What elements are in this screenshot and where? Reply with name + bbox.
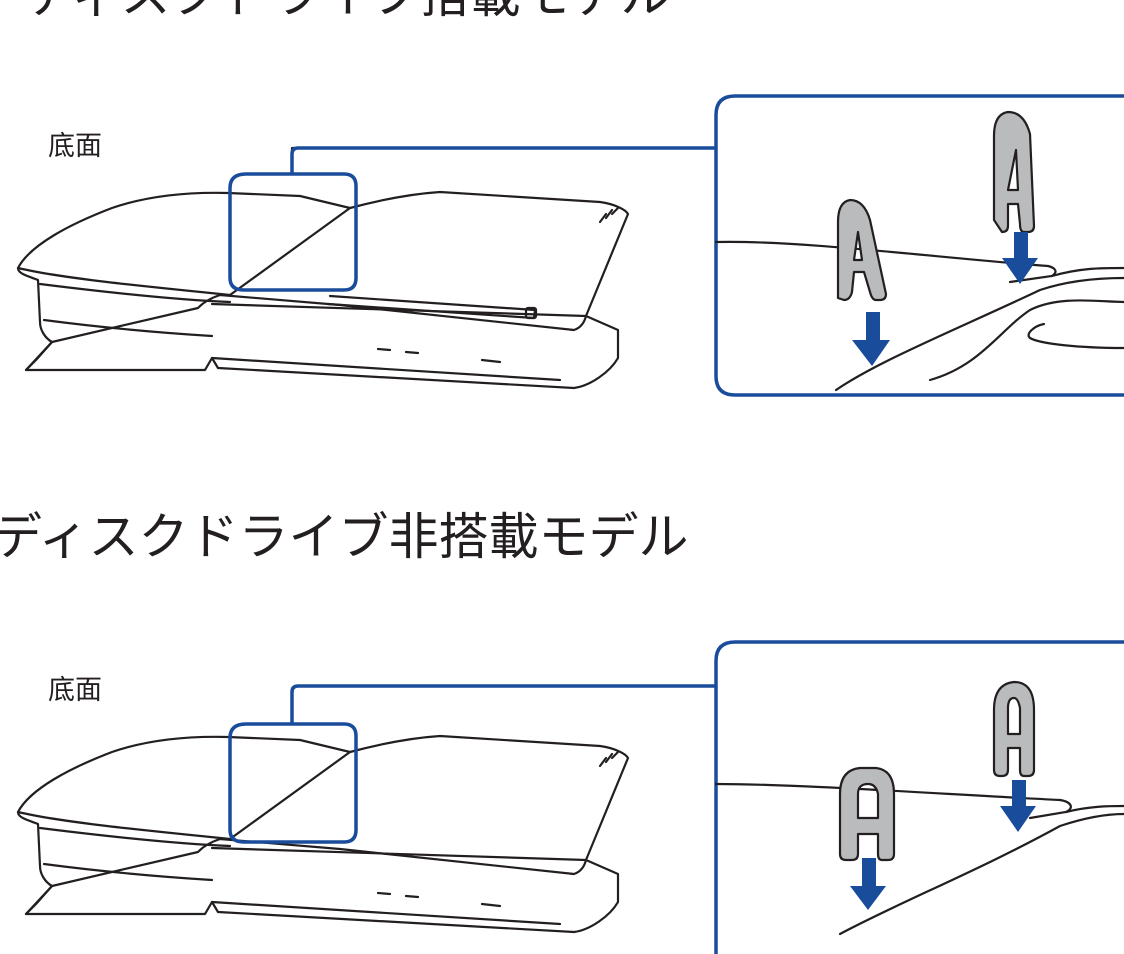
highlight-frame-small [228,172,358,292]
down-arrow-icon [1000,780,1036,832]
connector-line [290,684,716,724]
section-title-digital-model: ディスクドライブ非搭載モデル [0,508,689,566]
stand-foot-icon [836,198,888,302]
stand-foot-icon [992,110,1036,234]
section-title-disc-model: ディスクドライブ搭載モデル [24,0,671,20]
console-drawing [16,734,630,934]
zoom-detail [714,640,1124,954]
bottom-view-label: 底面 [48,131,102,162]
stand-foot-icon [838,766,896,862]
disc-model-illustration [16,94,1124,397]
zoom-detail [714,94,1124,397]
down-arrow-icon [1002,232,1038,284]
digital-model-illustration [16,640,1124,954]
bottom-view-label: 底面 [48,675,102,706]
stand-foot-icon [992,680,1036,778]
console-drawing [16,146,714,390]
connector-line [290,146,716,174]
down-arrow-icon [850,858,886,910]
highlight-frame-small [228,722,358,844]
down-arrow-icon [852,312,890,366]
